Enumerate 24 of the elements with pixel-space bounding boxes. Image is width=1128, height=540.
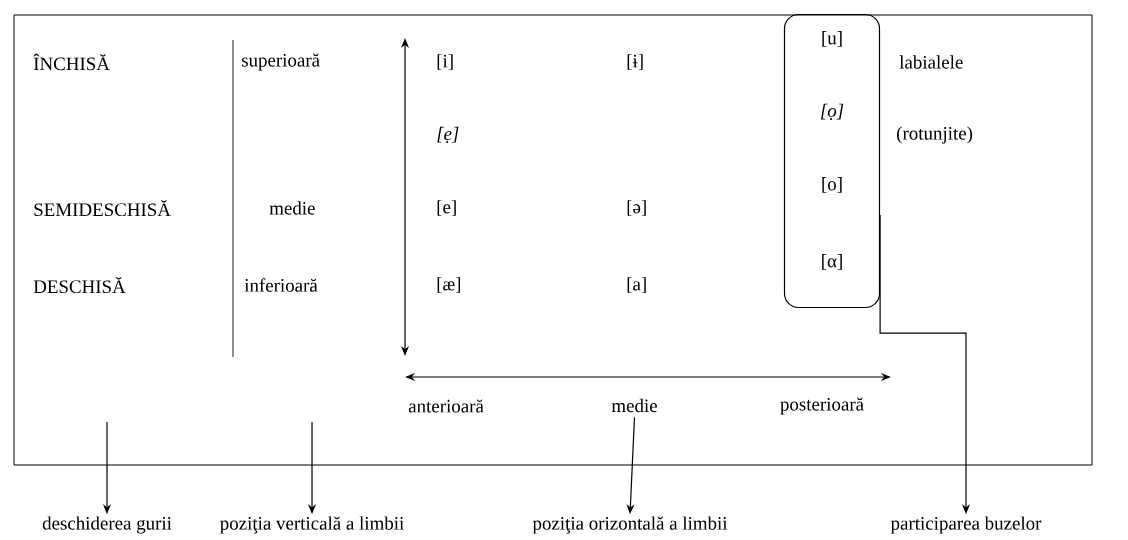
frame xyxy=(13,14,1093,466)
vowel-symbol: [ɨ] xyxy=(627,54,643,70)
vowel-symbol: [ə] xyxy=(627,200,646,216)
caption: poziţia verticală a limbii xyxy=(220,516,404,534)
note: labialele xyxy=(899,55,963,69)
vowel-group-box: [u] [ọ] [o] [α] xyxy=(783,13,881,309)
column-label: anterioară xyxy=(408,399,484,413)
column-label: medie xyxy=(611,398,657,413)
caption: deschiderea gurii xyxy=(42,516,172,534)
height-label: medie xyxy=(269,201,315,215)
caption: participarea buzelor xyxy=(890,516,1042,534)
note: (rotunjite) xyxy=(897,126,973,144)
row-label: DESCHISĂ xyxy=(33,276,126,294)
vowel-symbol: [e] xyxy=(437,200,456,216)
vowel-symbol: [a] xyxy=(627,277,646,293)
row-label: SEMIDESCHISĂ xyxy=(34,199,171,217)
column-label: posterioară xyxy=(780,397,864,415)
vowel-symbol: [ẹ] xyxy=(437,126,459,144)
row-label: ÎNCHISĂ xyxy=(33,53,110,71)
height-label: superioară xyxy=(242,53,320,71)
height-label: inferioară xyxy=(244,278,318,292)
vowel-symbol: [i] xyxy=(437,54,453,70)
caption: poziţia orizontală a limbii xyxy=(532,516,728,534)
vowel-symbol: [æ] xyxy=(437,277,461,293)
